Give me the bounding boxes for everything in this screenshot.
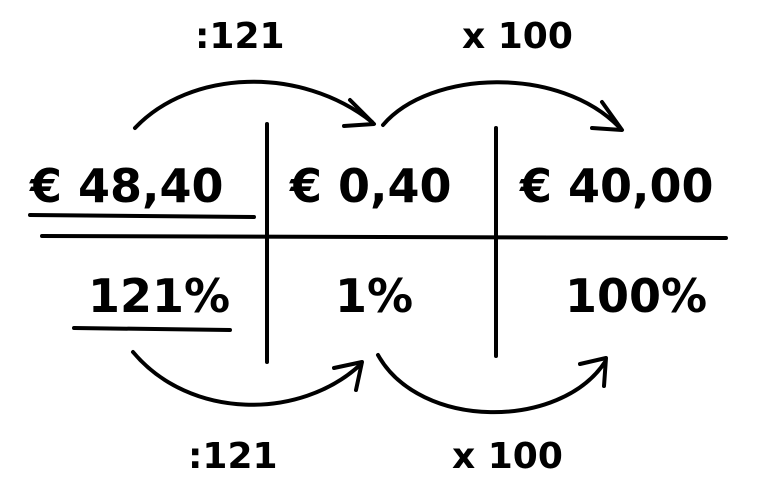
- bottom-left-operation: :121: [188, 436, 278, 477]
- top-left-operation: :121: [195, 16, 285, 57]
- table-horizontal-line: [40, 234, 728, 240]
- cell-bottom-1: 121%: [88, 269, 230, 323]
- top-left-arrow: [133, 79, 374, 130]
- top-right-arrowhead: [590, 100, 624, 132]
- cell-bottom-2: 1%: [335, 269, 413, 323]
- top-left-arrowhead: [342, 98, 376, 128]
- cell-top-3: € 40,00: [519, 159, 714, 213]
- bottom-left-arrowhead: [332, 360, 364, 392]
- bottom-right-arrowhead: [578, 356, 608, 388]
- cell-top-2: € 0,40: [289, 159, 452, 213]
- bottom-right-operation: x 100: [452, 436, 563, 477]
- bottom-left-arrow: [131, 350, 362, 407]
- cell-bottom-1-underline: [72, 326, 232, 332]
- bottom-right-arrow: [376, 353, 607, 415]
- cell-top-1-underline: [28, 213, 256, 219]
- top-right-arrow: [381, 80, 622, 130]
- top-right-operation: x 100: [462, 16, 573, 57]
- cell-top-1: € 48,40: [29, 159, 224, 213]
- cell-bottom-3: 100%: [565, 269, 707, 323]
